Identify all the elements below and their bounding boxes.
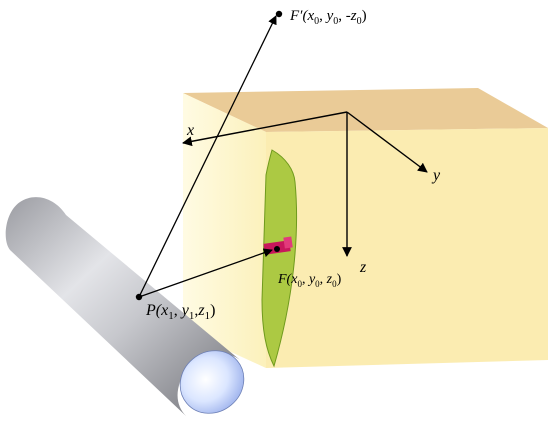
point-f-dot [274,246,280,252]
cylinder-end-cap [179,350,245,414]
ray-p-to-fprime [138,15,277,298]
point-f-label: F(x0, y0, z0) [277,272,342,289]
point-fprime-dot [275,10,283,18]
axes [182,111,428,257]
crack-plane [261,149,298,368]
axis-y-arrow [346,111,428,173]
cylinder [5,197,245,416]
axis-z-label: z [359,259,367,276]
axis-x-arrow [182,111,348,147]
rays [138,15,277,298]
point-p-dot [135,293,143,301]
material-block [183,88,548,368]
block-front-face [266,128,548,368]
cylinder-body [5,197,241,416]
block-left-face [183,93,266,368]
axis-x-label: x [186,122,194,139]
point-fprime-label: F′(x0, y0, -z0) [289,8,367,27]
point-p-label: P(x1, y1,z1) [145,302,215,322]
ray-p-to-f [138,248,273,298]
axis-y-label: y [431,167,441,184]
block-top-face [183,88,548,132]
